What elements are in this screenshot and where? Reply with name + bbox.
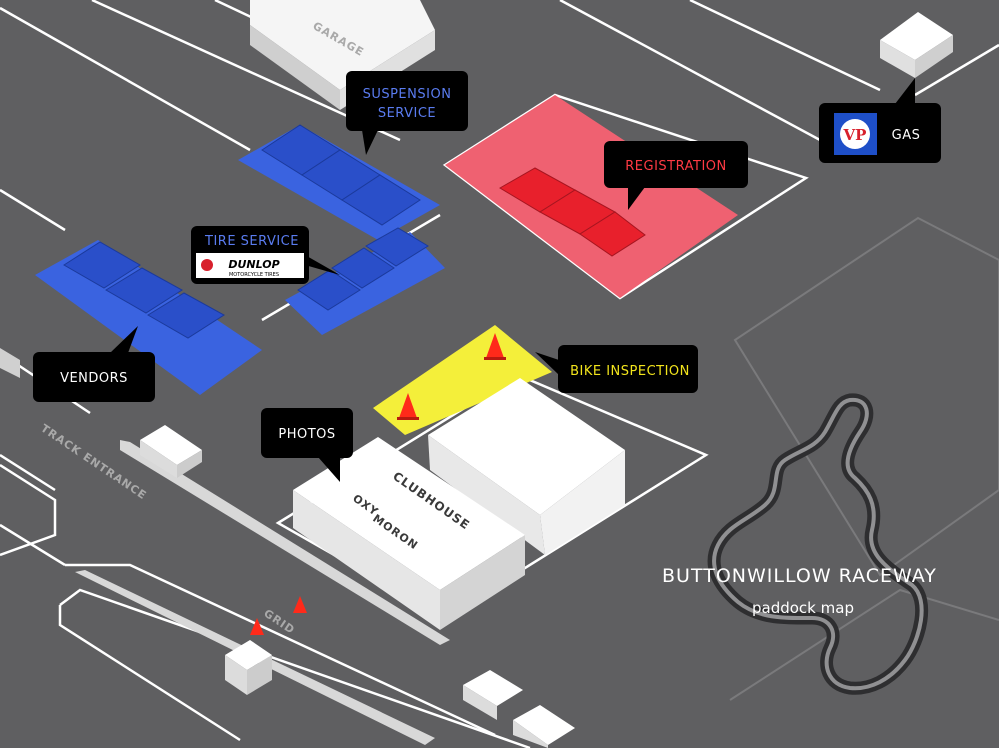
- svg-text:DUNLOP: DUNLOP: [228, 258, 279, 271]
- svg-text:MOTORCYCLE TIRES: MOTORCYCLE TIRES: [229, 272, 279, 278]
- dunlop-logo: DUNLOP MOTORCYCLE TIRES: [196, 253, 304, 278]
- suspension-canopies: [261, 124, 421, 226]
- svg-text:TIRE SERVICE: TIRE SERVICE: [204, 234, 299, 249]
- svg-text:PHOTOS: PHOTOS: [278, 427, 335, 442]
- svg-text:GAS: GAS: [892, 128, 921, 143]
- curb: [120, 440, 450, 645]
- gas-building: [880, 12, 953, 78]
- parking-block: [463, 670, 575, 748]
- traffic-cone-icon: [397, 393, 419, 420]
- vp-racing-logo: VP: [834, 113, 877, 155]
- clubhouse-building: [293, 437, 525, 630]
- tire-service-canopies: [297, 227, 429, 311]
- svg-text:SERVICE: SERVICE: [378, 106, 436, 121]
- svg-text:REGISTRATION: REGISTRATION: [625, 159, 726, 174]
- map-title: BUTTONWILLOW RACEWAY: [662, 565, 937, 587]
- callout-photos[interactable]: PHOTOS: [261, 408, 353, 482]
- map-subtitle: paddock map: [752, 599, 854, 617]
- traffic-cone-icon: [293, 596, 307, 613]
- traffic-cone-icon: [484, 333, 506, 360]
- background-lines: [729, 216, 999, 701]
- registration-canopies: [499, 167, 646, 257]
- race-track-inner: [712, 397, 924, 691]
- callout-tire-service[interactable]: TIRE SERVICE DUNLOP MOTORCYCLE TIRES: [191, 226, 340, 284]
- callout-suspension-service[interactable]: SUSPENSION SERVICE: [346, 71, 468, 155]
- bike-inspection-canopy: [428, 378, 625, 555]
- vendors-canopies: [63, 241, 225, 339]
- registration-pad: [445, 95, 738, 298]
- svg-text:VP: VP: [843, 126, 867, 144]
- entrance-booth: [140, 425, 202, 478]
- callout-vendors[interactable]: VENDORS: [33, 326, 155, 402]
- grid-booth: [225, 640, 272, 695]
- curb: [0, 348, 20, 378]
- callout-bike-inspection[interactable]: BIKE INSPECTION: [535, 345, 698, 393]
- svg-text:SUSPENSION: SUSPENSION: [363, 87, 452, 102]
- svg-text:VENDORS: VENDORS: [60, 371, 128, 386]
- callout-gas[interactable]: VP GAS: [819, 78, 941, 163]
- callout-registration[interactable]: REGISTRATION: [604, 141, 748, 210]
- traffic-cone-icon: [250, 618, 264, 635]
- bike-inspection-pad: [373, 325, 552, 435]
- svg-text:BIKE INSPECTION: BIKE INSPECTION: [570, 364, 690, 379]
